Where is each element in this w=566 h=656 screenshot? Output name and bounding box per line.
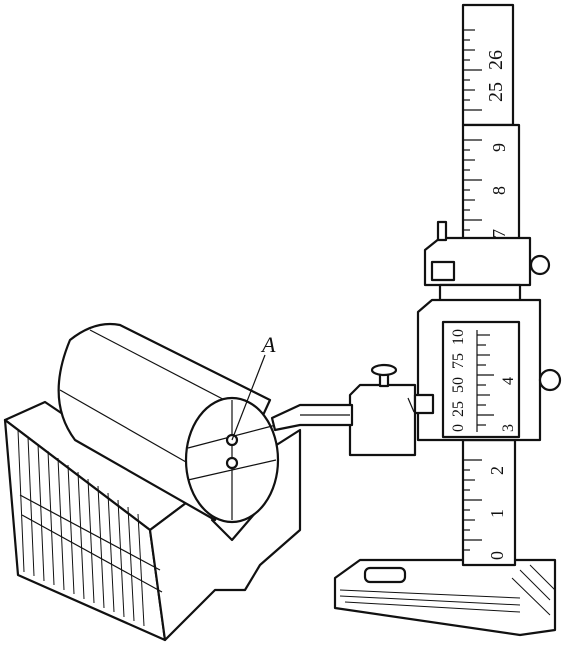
cylinder-edge-line — [89, 329, 241, 409]
scriber-tip — [270, 403, 354, 432]
scriber-clamp — [348, 383, 417, 457]
v-block-slot-line — [19, 494, 161, 571]
vernier-lock-knob — [538, 368, 562, 392]
vernier-label-25: 25 — [450, 401, 467, 417]
fine-adjust-connector — [438, 283, 522, 303]
leader-line-a — [231, 354, 266, 441]
point-label-a: A — [260, 332, 276, 357]
gauge-base — [333, 558, 557, 637]
fine-adjust-slide — [423, 220, 551, 303]
vernier-label-10: 10 — [450, 329, 467, 345]
fine-adjust-clamp — [430, 260, 456, 282]
scriber-arm — [270, 363, 435, 457]
beam-upper-section — [461, 3, 515, 127]
clamp-detail — [407, 397, 415, 413]
clamp-link — [413, 393, 435, 415]
vernier-side-label-3: 3 — [500, 424, 517, 432]
beam-upper-ticks — [463, 29, 482, 111]
scale-label-9: 9 — [489, 143, 509, 152]
beam-lower-section — [461, 438, 517, 567]
main-beam: 25 26 7 8 9 0 1 2 — [461, 3, 521, 567]
vernier-ticks — [476, 330, 494, 432]
scale-label-2: 2 — [487, 466, 507, 475]
vernier-label-0: 0 — [450, 424, 467, 432]
beam-mid-ticks — [463, 139, 482, 231]
cylindrical-workpiece: A — [57, 322, 280, 524]
scale-label-26: 26 — [485, 50, 507, 70]
v-block-hatching — [17, 429, 145, 627]
fine-adjust-knob — [529, 254, 551, 276]
scale-label-7: 7 — [489, 229, 509, 238]
beam-lower-ticks — [463, 459, 482, 551]
vernier-label-75: 75 — [450, 353, 467, 369]
scale-label-0: 0 — [487, 551, 507, 560]
base-slot — [363, 566, 407, 584]
scale-label-8: 8 — [489, 186, 509, 195]
scale-label-25: 25 — [485, 82, 507, 102]
center-hole-b — [225, 456, 239, 470]
vernier-side-label-4: 4 — [500, 377, 517, 385]
cylinder-edge-line-2 — [59, 389, 201, 471]
beam-mid-section — [461, 123, 521, 247]
end-face-cross-line-2 — [187, 459, 277, 481]
v-block — [3, 400, 302, 642]
fine-adjust-screw — [436, 220, 448, 242]
scale-label-1: 1 — [487, 509, 507, 518]
vernier-window — [441, 320, 521, 439]
vernier-label-50: 50 — [450, 377, 467, 393]
clamp-screw-head — [370, 363, 398, 377]
vernier-slide: 0 25 50 75 10 3 4 — [416, 298, 562, 442]
base-hatching — [339, 564, 556, 616]
